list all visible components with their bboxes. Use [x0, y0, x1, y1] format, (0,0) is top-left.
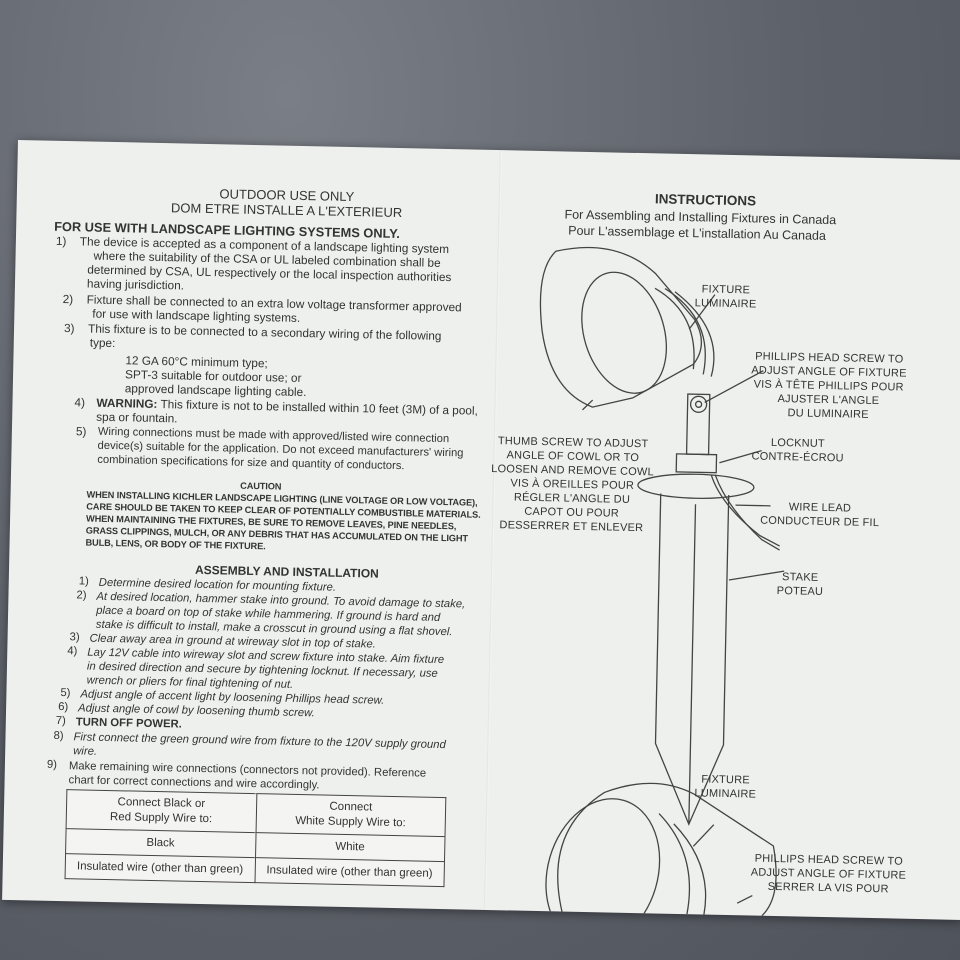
fixture-2-body [557, 782, 777, 917]
leader-line [728, 570, 785, 581]
table-header-line: Connect Black or [117, 796, 206, 811]
step-number: 3) [69, 631, 80, 644]
label-line: CONDUCTEUR DE FIL [760, 514, 880, 530]
fixture-ring [674, 291, 715, 377]
warning-label: WARNING: [96, 395, 158, 411]
step-number: 7) [55, 714, 67, 728]
fixture-ring [654, 287, 695, 370]
table-cell: Insulated wire (other than green) [65, 853, 256, 883]
label-line: POTEAU [776, 584, 824, 598]
label-line: CONTRE-ÉCROU [751, 450, 844, 465]
instructions-title: INSTRUCTIONS [654, 191, 757, 209]
fixture-lens [581, 271, 668, 394]
label-fixture-2: FIXTURE LUMINAIRE [694, 772, 756, 801]
stake-ridge [688, 504, 697, 825]
item-text: The device is accepted as a component of… [79, 234, 452, 298]
step-number: 4) [67, 645, 78, 658]
leader-line [692, 824, 715, 847]
step-number: 5) [60, 687, 71, 700]
item-number: 3) [63, 321, 75, 336]
leader-line [688, 294, 716, 330]
phillips-screw-icon [689, 395, 708, 413]
fixture-2-ring [658, 813, 691, 915]
label-line: STAKE [781, 571, 819, 584]
label-fixture: FIXTURE LUMINAIRE [695, 282, 757, 311]
table-cell: Insulated wire (other than green) [254, 857, 445, 887]
label-phillips-screw: PHILLIPS HEAD SCREW TO ADJUST ANGLE OF F… [750, 349, 907, 422]
item-number: 5) [75, 424, 87, 439]
item-number: 2) [62, 291, 74, 307]
locknut [675, 453, 718, 474]
phillips-screw-center-icon [694, 400, 703, 408]
instruction-sheet: OUTDOOR USE ONLY DOM ETRE INSTALLE A L'E… [2, 140, 960, 920]
label-line: LUMINAIRE [694, 787, 757, 801]
leader-line [704, 370, 764, 404]
table-header-line: Connect [329, 800, 373, 814]
step-number: 2) [76, 589, 87, 602]
item-text: Wiring connections must be made with app… [97, 425, 464, 475]
table-header-line: White Supply Wire to: [295, 814, 406, 830]
leader-line [735, 504, 771, 507]
wire-lead [710, 474, 780, 547]
step-number: 9) [46, 758, 58, 771]
item-text: This fixture is to be connected to a sec… [88, 322, 442, 357]
label-stake: STAKE POTEAU [777, 570, 824, 599]
label-wire-lead: WIRE LEAD CONDUCTEUR DE FIL [760, 500, 879, 530]
label-thumb-screw: THUMB SCREW TO ADJUST ANGLE OF COWL OR T… [490, 434, 655, 535]
caution-text: WHEN INSTALLING KICHLER LANDSCAPE LIGHTI… [85, 489, 481, 557]
stake-flange [637, 473, 755, 499]
label-locknut: LOCKNUT CONTRE-ÉCROU [751, 435, 844, 465]
turn-off-power: TURN OFF POWER. [75, 716, 182, 731]
wire-lead [714, 474, 780, 551]
fixture-ring [664, 288, 706, 375]
leader-line [736, 894, 753, 904]
label-line: LUMINAIRE [694, 297, 757, 311]
fixture-2-lens [545, 798, 661, 920]
leader-line [582, 399, 594, 411]
label-line: FIXTURE [701, 773, 750, 787]
leader-line [719, 450, 762, 464]
item-number: 1) [55, 233, 67, 249]
table-header-line: Red Supply Wire to: [109, 811, 213, 826]
label-line: FIXTURE [701, 283, 751, 297]
step-number: 1) [78, 575, 89, 588]
fixture-diagram [539, 246, 785, 920]
fixture-2-ring [673, 823, 707, 915]
step-number: 6) [58, 700, 69, 714]
step-text: Lay 12V cable into wireway slot and scre… [87, 646, 445, 695]
wire-type-list: 12 GA 60°C minimum type; SPT-3 suitable … [125, 353, 308, 399]
fixture-cowl [539, 246, 703, 408]
item-number: 4) [74, 395, 86, 410]
label-phillips-screw-2: PHILLIPS HEAD SCREW TO ADJUST ANGLE OF F… [750, 852, 907, 897]
step-number: 8) [53, 729, 64, 743]
